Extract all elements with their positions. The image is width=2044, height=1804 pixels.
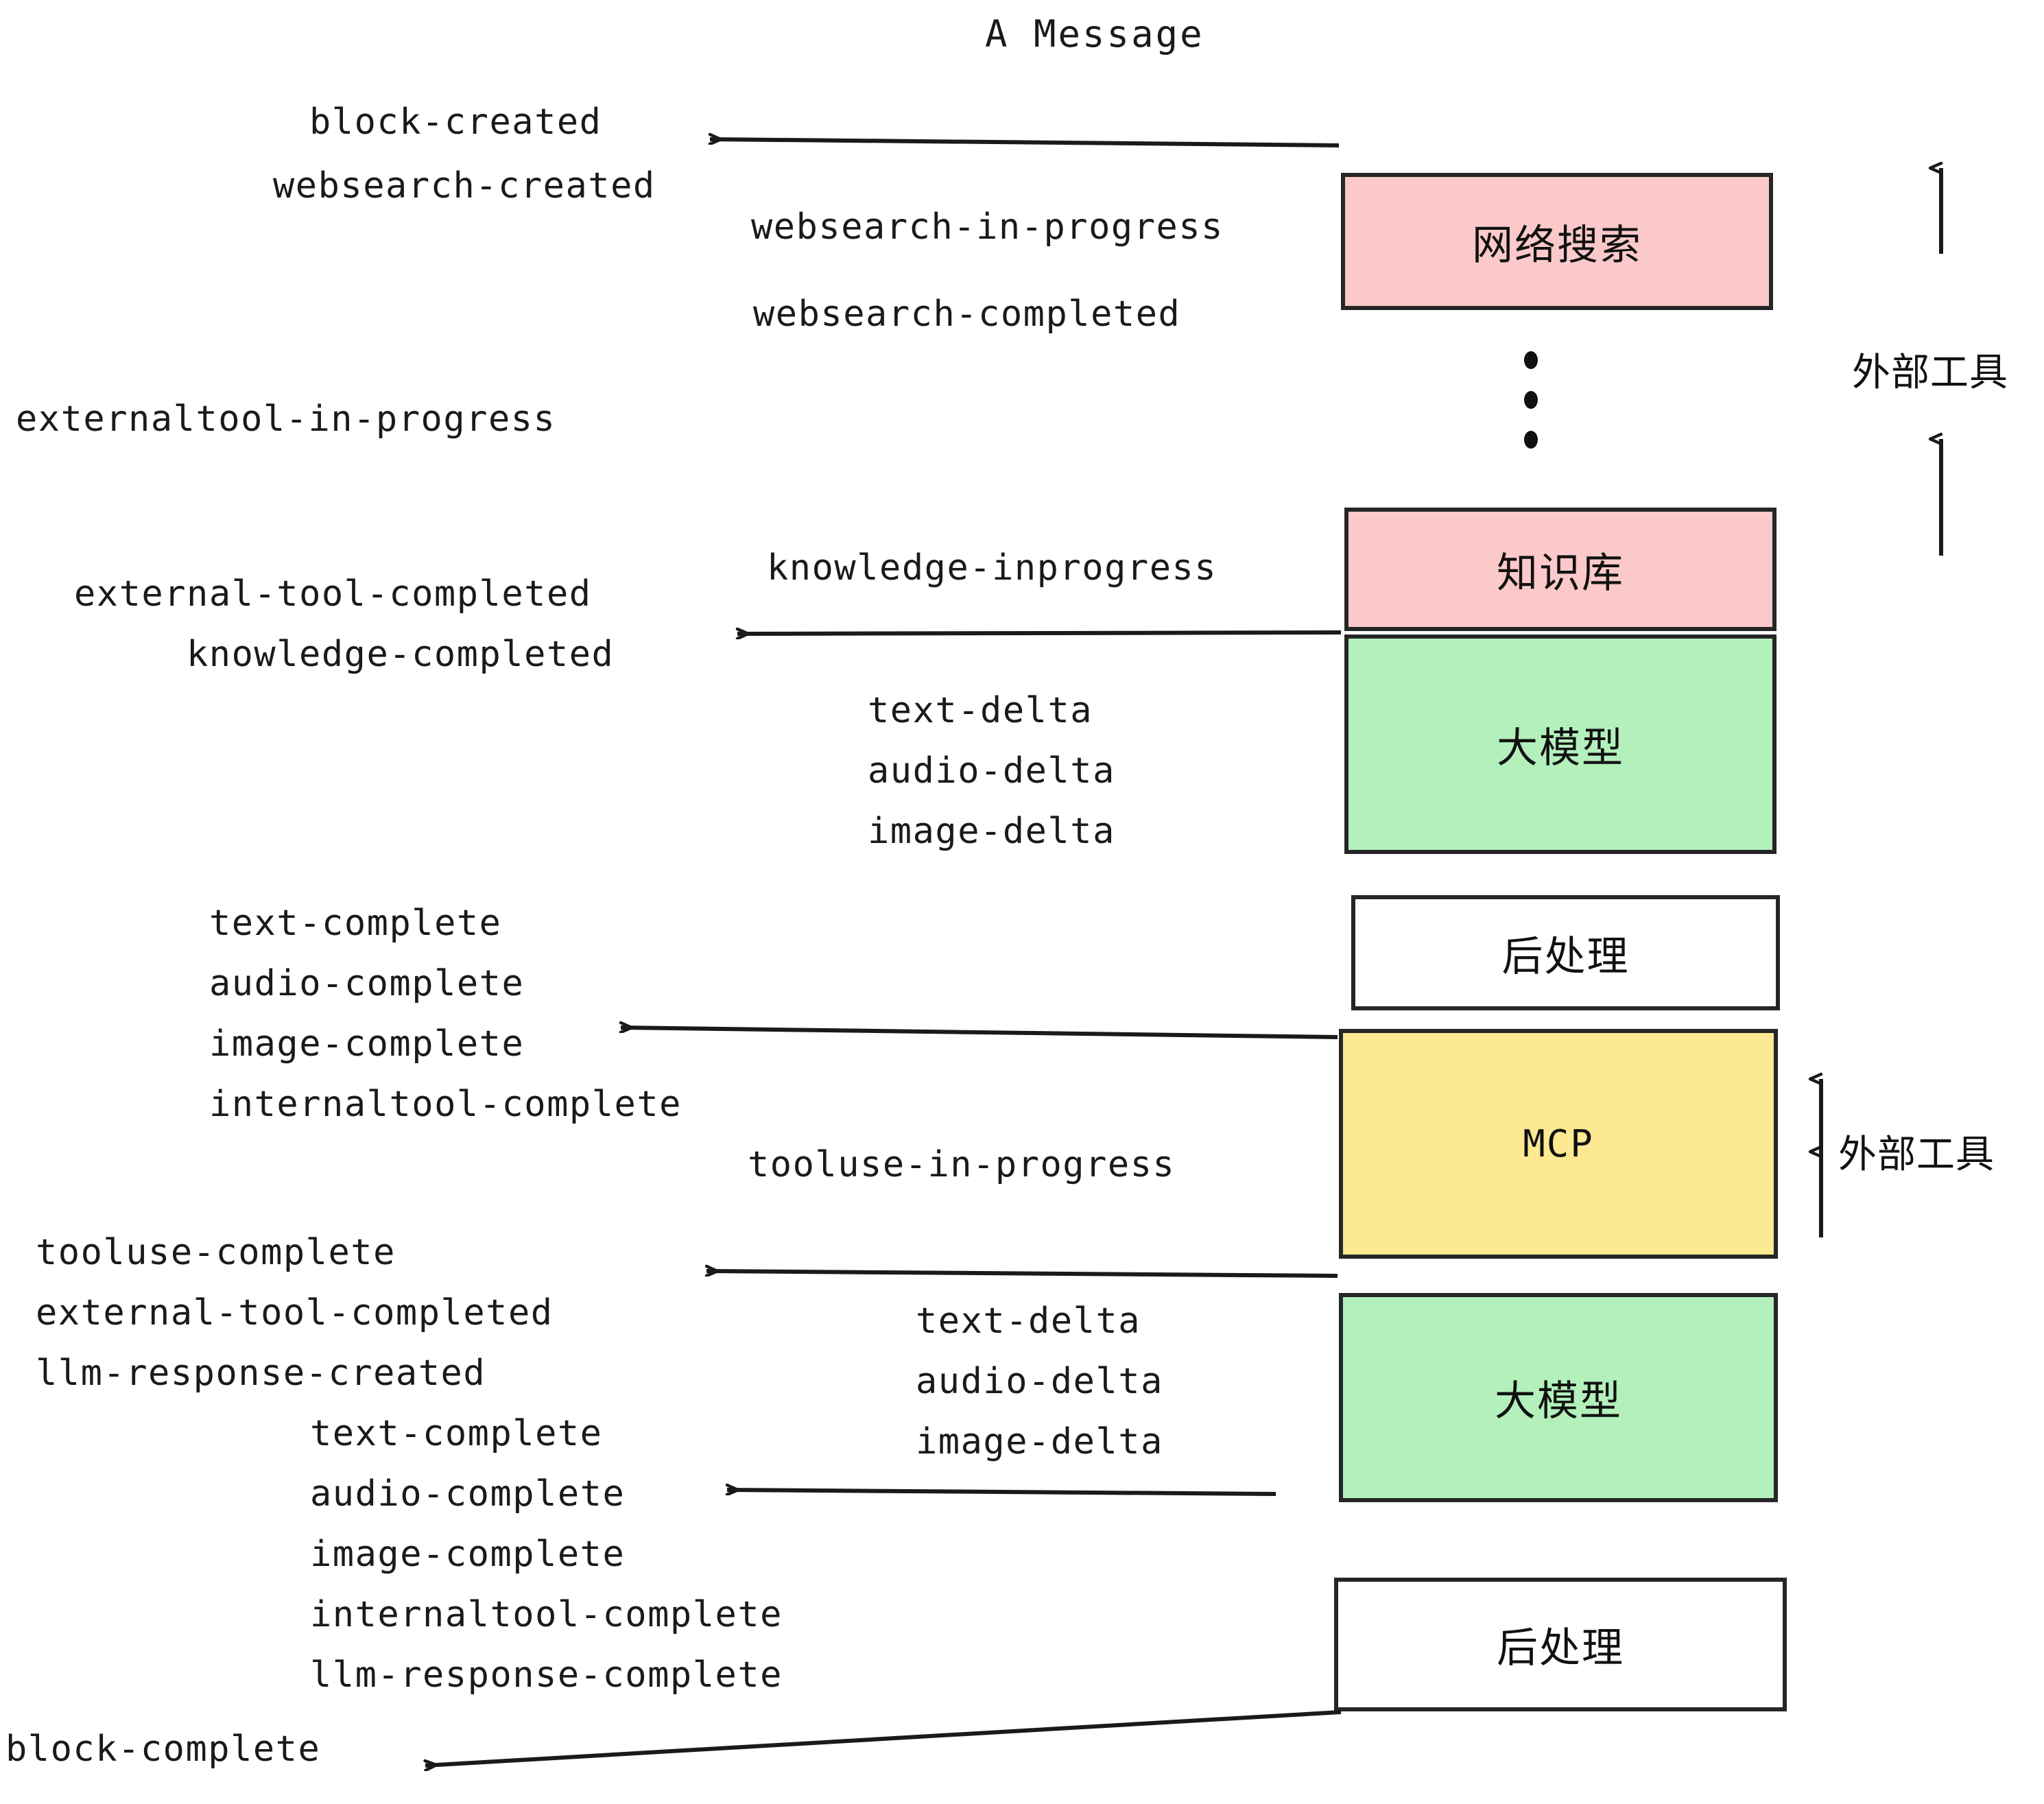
arrow-knowledge-completed [737,632,1342,634]
side-label-external-tools-bottom: 外部工具 [1838,1132,1995,1177]
event-label-websearch-completed: websearch-completed [753,294,1181,335]
component-box-postprocess-2[interactable]: 后处理 [1334,1578,1787,1711]
event-label-knowledge-inprogress: knowledge-inprogress [767,547,1217,589]
component-box-label: 大模型 [1497,724,1624,772]
event-label-image-delta-2: image-delta [916,1421,1163,1462]
component-box-label: 网络搜索 [1472,221,1642,270]
event-label-websearch-in-progress: websearch-in-progress [751,206,1224,248]
component-box-postprocess-1[interactable]: 后处理 [1351,895,1780,1010]
event-label-text-complete-1: text-complete [209,903,502,944]
event-label-tooluse-in-progress: tooluse-in-progress [748,1144,1176,1185]
event-label-image-complete-2: image-complete [310,1534,626,1575]
arrow-block-complete [425,1710,1342,1766]
event-label-text-delta-1: text-delta [868,690,1093,731]
component-box-label: 后处理 [1497,1624,1624,1672]
component-box-label: 知识库 [1497,549,1624,597]
ellipsis-dot-3 [1524,431,1538,449]
event-label-text-complete-2: text-complete [310,1413,603,1454]
component-box-label: MCP [1523,1122,1594,1165]
event-label-knowledge-completed: knowledge-completed [187,634,615,675]
side-label-external-tools-top: 外部工具 [1852,351,2008,395]
event-label-audio-delta-1: audio-delta [868,750,1115,792]
event-label-audio-delta-2: audio-delta [916,1361,1163,1402]
event-label-external-tool-completed-2: external-tool-completed [36,1292,554,1333]
event-label-websearch-created: websearch-created [273,165,656,206]
event-label-internaltool-complete-2: internaltool-complete [310,1594,783,1635]
arrow-audio-complete [727,1490,1276,1496]
component-box-llm-1[interactable]: 大模型 [1344,634,1776,854]
event-label-external-tool-completed-1: external-tool-completed [74,573,592,615]
ellipsis-dot-1 [1524,351,1538,369]
event-label-block-created: block-created [309,102,602,143]
event-label-image-delta-1: image-delta [868,811,1115,852]
ellipsis-dot-2 [1524,391,1538,409]
arrow-image-complete [621,1028,1338,1039]
event-label-llm-response-complete: llm-response-complete [310,1654,783,1696]
arrow-websearch-to-block-created [710,139,1340,147]
arrow-tooluse-complete [706,1271,1338,1278]
event-label-tooluse-complete: tooluse-complete [36,1232,396,1273]
component-box-mcp[interactable]: MCP [1339,1029,1778,1259]
event-label-block-complete: block-complete [5,1729,321,1770]
event-label-text-delta-2: text-delta [916,1301,1141,1342]
component-box-knowledge-base[interactable]: 知识库 [1344,508,1776,631]
component-box-label: 后处理 [1501,932,1630,981]
event-label-image-complete-1: image-complete [209,1023,525,1065]
component-box-llm-2[interactable]: 大模型 [1339,1293,1778,1502]
event-label-audio-complete-2: audio-complete [310,1473,626,1515]
component-box-label: 大模型 [1495,1377,1622,1425]
component-box-web-search[interactable]: 网络搜索 [1341,173,1773,310]
page-title: A Message [985,12,1204,56]
event-label-llm-response-created: llm-response-created [36,1353,486,1394]
event-label-externaltool-in-progress: externaltool-in-progress [16,399,556,440]
event-label-audio-complete-1: audio-complete [209,963,525,1004]
event-label-internaltool-complete-1: internaltool-complete [209,1084,682,1125]
